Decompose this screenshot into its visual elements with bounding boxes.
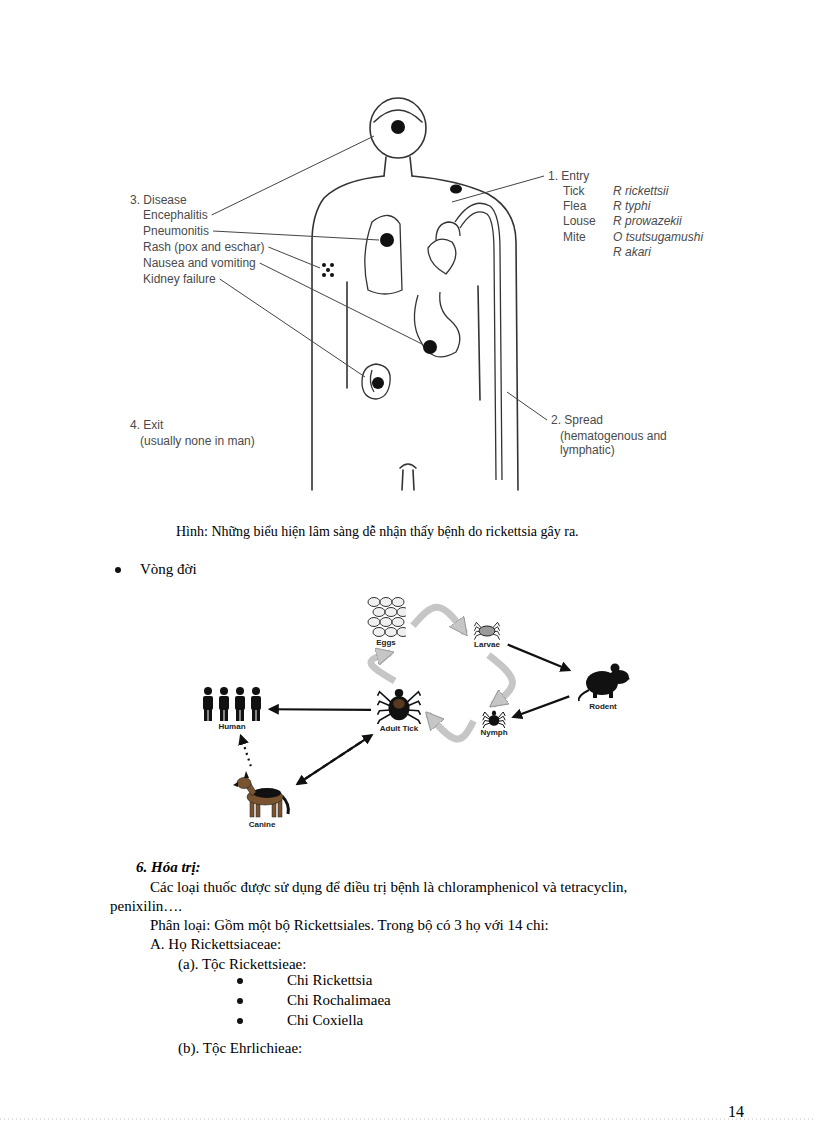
rodent-icon	[579, 664, 630, 702]
vector-name: Mite	[563, 230, 586, 244]
stage-eggs: Eggs	[364, 596, 408, 648]
larvae-icon	[474, 622, 499, 639]
life-cycle-arrow	[489, 655, 513, 705]
transmission-arrow	[513, 696, 569, 717]
body-outline	[312, 98, 518, 490]
transmission-arrow	[297, 735, 371, 784]
vector-name: Tick	[563, 184, 585, 198]
node-label: Larvae	[474, 640, 500, 650]
life-cycle-arrow	[413, 607, 465, 633]
stage-nymph: Nymph	[478, 710, 509, 738]
kidney	[362, 364, 390, 399]
icon	[482, 710, 506, 728]
icon	[377, 686, 421, 724]
section-heading: 6. Hóa trị:	[136, 858, 201, 877]
list-item: Chi Rickettsia	[287, 971, 372, 990]
list-subheading: (b). Tộc Ehrlichieae:	[178, 1039, 302, 1058]
list-item: Chi Rochalimaea	[287, 991, 391, 1010]
eggs-icon	[368, 598, 406, 637]
icon	[232, 770, 292, 820]
lung	[365, 215, 402, 294]
body-text: Các loại thuốc được sử dụng để điều trị …	[110, 878, 700, 916]
node-label: Adult Tick	[380, 724, 419, 734]
list-item: Chi Coxiella	[287, 1011, 363, 1030]
species-name: R typhi	[613, 199, 650, 213]
list-heading: A. Họ Rickettsiaceae:	[150, 935, 281, 954]
leader-line	[212, 136, 374, 215]
leader-line	[452, 176, 544, 202]
host-human: Human	[198, 686, 266, 732]
nymph-icon	[483, 711, 505, 728]
lesion-dots	[322, 120, 462, 389]
entry-heading: 1. Entry	[548, 169, 589, 183]
figure-caption: Hình: Những biểu hiện lâm sàng dễ nhận t…	[176, 523, 579, 541]
host-rodent: Rodent	[573, 656, 633, 712]
node-label: Nymph	[480, 728, 507, 738]
vector-name: Flea	[563, 199, 586, 213]
stomach	[414, 292, 459, 357]
stage-adult-tick: Adult Tick	[375, 686, 423, 734]
heart-and-vessels	[428, 203, 502, 480]
bullet-text: Vòng đời	[140, 560, 197, 579]
body-text: Phân loại: Gồm một bộ Rickettsiales. Tro…	[150, 916, 549, 935]
node-label: Eggs	[376, 638, 396, 648]
icon	[366, 596, 406, 638]
spread-note: (hematogenous and lymphatic)	[560, 429, 685, 457]
canine-icon	[233, 771, 288, 817]
transmission-arrow	[508, 645, 570, 670]
exit-heading: 4. Exit	[130, 418, 163, 432]
spread-heading: 2. Spread	[551, 413, 603, 427]
transmission-arrow	[270, 708, 371, 711]
list-subheading: (a). Tộc Rickettsieae:	[178, 955, 306, 974]
leader-line	[260, 263, 422, 344]
species-name: O tsutsugamushi	[613, 230, 703, 244]
disease-item: Rash (pox and eschar)	[143, 240, 264, 254]
leader-lines	[212, 136, 547, 420]
bullet-dots	[115, 567, 243, 1024]
page-number: 14	[728, 1102, 744, 1121]
leader-line	[507, 392, 547, 420]
disease-heading: 3. Disease	[130, 193, 187, 207]
node-label: Human	[218, 722, 245, 732]
node-label: Canine	[249, 820, 276, 830]
species-name: R prowazekii	[613, 214, 682, 228]
icon	[472, 622, 502, 640]
tick-icon	[378, 689, 421, 724]
human-icon	[203, 687, 261, 721]
leader-line	[268, 247, 320, 268]
disease-item: Nausea and vomiting	[143, 256, 256, 270]
icon	[200, 686, 264, 722]
transmission-arrow	[241, 736, 251, 766]
transmission-arrow	[297, 735, 371, 784]
disease-item: Kidney failure	[143, 272, 216, 286]
species-name: R rickettsii	[613, 184, 668, 198]
life-cycle-arrow	[428, 714, 474, 739]
disease-item: Encephalitis	[143, 208, 208, 222]
species-name: R akari	[613, 245, 651, 259]
exit-note: (usually none in man)	[140, 434, 255, 448]
host-canine: Canine	[230, 770, 294, 830]
life-cycle-arrow	[371, 653, 395, 681]
page-rule	[0, 1119, 816, 1120]
node-label: Rodent	[589, 702, 617, 712]
stage-larvae: Larvae	[470, 622, 504, 650]
icon	[575, 656, 631, 702]
leader-line	[213, 231, 379, 240]
disease-item: Pneumonitis	[143, 224, 209, 238]
vector-name: Louse	[563, 214, 596, 228]
leader-line	[220, 279, 365, 377]
